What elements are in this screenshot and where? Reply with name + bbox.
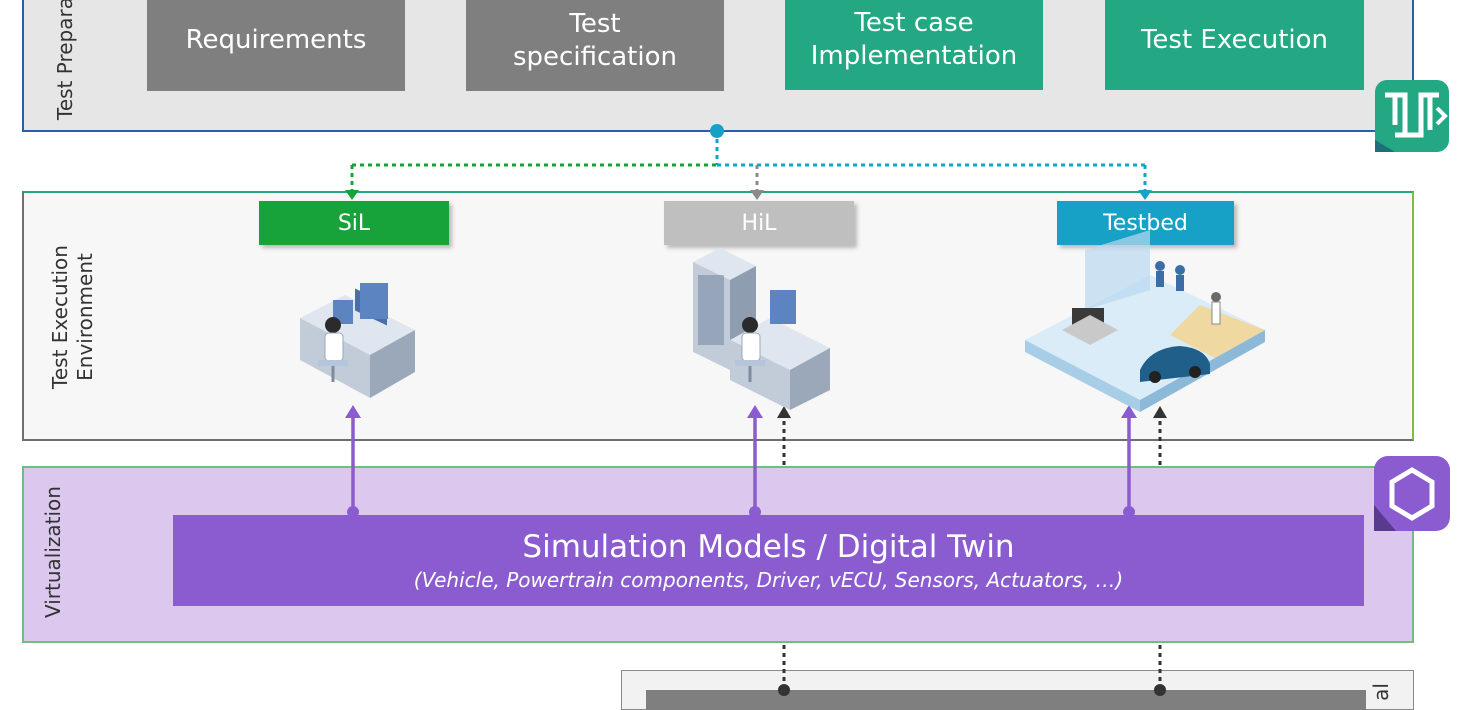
prep-logo-icon [1375,80,1449,152]
test-case-implementation-step: Test case Implementation [785,0,1043,90]
sil-box: SiL [259,201,449,245]
hexagon-logo-icon [1374,456,1450,531]
sil-illustration [300,283,415,398]
physical-link-arrows [777,406,1167,696]
testbed-arrowhead [1138,190,1152,200]
requirements-step: Requirements [147,0,405,91]
simulation-models-box: Simulation Models / Digital Twin (Vehicl… [173,515,1364,606]
simulation-subtitle: (Vehicle, Powertrain components, Driver,… [413,568,1124,592]
sil-arrowhead [345,190,359,200]
simulation-arrows [345,405,1137,518]
distribution-connector [345,124,1152,200]
simulation-title: Simulation Models / Digital Twin [522,529,1015,565]
testbed-illustration [1025,230,1265,412]
hil-arrowhead [750,190,764,200]
test-specification-step: Test specification [466,0,724,91]
hil-illustration [693,248,830,410]
hil-box: HiL [664,201,854,245]
test-execution-step: Test Execution [1105,0,1364,90]
